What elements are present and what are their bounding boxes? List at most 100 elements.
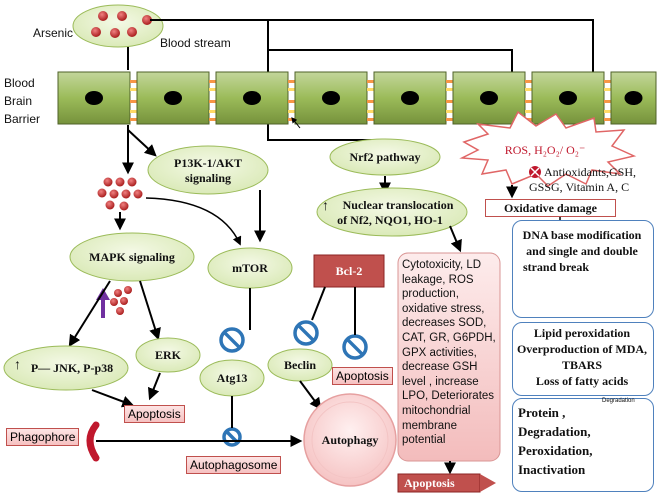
bbb-junction bbox=[446, 80, 453, 83]
atg13-inhibit-icon-bar bbox=[223, 331, 241, 349]
antioxidant-label-1: Antioxidants,GSH, bbox=[544, 165, 637, 179]
arsenic-label: Arsenic bbox=[33, 26, 74, 40]
bbb-junction bbox=[130, 100, 137, 103]
small-arrow-bbb bbox=[291, 117, 301, 129]
bbb-junction bbox=[604, 88, 611, 91]
protein-label-3: Peroxidation, bbox=[518, 443, 593, 458]
bbb-junction bbox=[604, 118, 611, 121]
nuclear-ellipse bbox=[316, 187, 468, 237]
lipid-label-4: Loss of fatty acids bbox=[535, 374, 629, 388]
ros-burst bbox=[459, 110, 637, 187]
beclin-inhibit-icon-bar bbox=[297, 324, 315, 342]
bbb-cell-nucleus bbox=[164, 91, 182, 105]
oxidative-damage-box: Oxidative damage bbox=[485, 199, 616, 217]
arsenic-ellipse bbox=[72, 4, 164, 48]
bbb-junction bbox=[367, 80, 374, 83]
arsenic-dots bbox=[91, 11, 152, 38]
autophagosome-box: Autophagosome bbox=[186, 456, 282, 474]
blood-brain-barrier bbox=[57, 71, 657, 125]
bbb-cell-nucleus bbox=[322, 91, 340, 105]
arrow-nuclear-to-cytotox bbox=[449, 225, 462, 253]
bbb-junction bbox=[288, 100, 295, 103]
dna-label-3: strand break bbox=[522, 260, 590, 274]
arrow-beclin-to-autophagy bbox=[299, 380, 322, 410]
pi3k-ellipse bbox=[147, 145, 269, 195]
arrow-mapk-to-pjnk bbox=[68, 280, 111, 348]
apoptosis-left-box: Apoptosis bbox=[124, 405, 185, 423]
arsenic-line-to-nrf2 bbox=[267, 20, 365, 141]
bcl2-label: Bcl-2 bbox=[335, 264, 363, 278]
nuclear-up-arrow: ↑ bbox=[322, 199, 329, 214]
bbb-junction bbox=[209, 110, 216, 113]
bbb-junction bbox=[367, 110, 374, 113]
bbb-junction bbox=[209, 118, 216, 121]
antioxidant-label-2: GSSG, Vitamin A, C bbox=[529, 180, 630, 194]
apoptosis-inhibit-icon-bar bbox=[346, 338, 364, 356]
bbb-cell-nucleus bbox=[243, 91, 261, 105]
bbb-junction bbox=[446, 100, 453, 103]
bbb-junction bbox=[209, 88, 216, 91]
bbb-junction bbox=[130, 110, 137, 113]
bbb-label-1: Blood bbox=[4, 76, 35, 90]
mapk-label: MAPK signaling bbox=[89, 250, 175, 264]
apoptosis-mid-box: Apoptosis bbox=[332, 367, 393, 385]
arsenic-cluster-small bbox=[110, 286, 132, 315]
bbb-cell-nucleus bbox=[85, 91, 103, 105]
dna-panel bbox=[512, 220, 654, 318]
bbb-cell-nucleus bbox=[624, 91, 643, 105]
protein-label-2: Degradation, bbox=[518, 424, 591, 439]
protein-label-1: Protein , bbox=[518, 405, 566, 420]
bbb-junction bbox=[209, 80, 216, 83]
beclin-label: Beclin bbox=[284, 358, 316, 372]
mapk-ellipse bbox=[69, 232, 195, 282]
apoptosis-bottom-pointer bbox=[480, 474, 496, 492]
bbb-junction bbox=[130, 118, 137, 121]
dna-label-1: DNA base modification bbox=[522, 228, 642, 242]
bbb-junction bbox=[446, 118, 453, 121]
bbb-cell-nucleus bbox=[559, 91, 577, 105]
dna-label-2: and single and double bbox=[526, 244, 638, 258]
pi3k-label-2: signaling bbox=[184, 171, 232, 185]
nrf2-ellipse bbox=[329, 138, 441, 176]
autophagy-circle bbox=[303, 393, 397, 487]
blood-stream-label: Blood stream bbox=[160, 36, 231, 50]
erk-ellipse bbox=[135, 337, 201, 373]
bbb-cell-nucleus bbox=[401, 91, 419, 105]
protein-panel bbox=[512, 398, 654, 492]
bbb-junction bbox=[446, 110, 453, 113]
arrow-cluster-to-mtor bbox=[145, 197, 242, 246]
bcl2-box bbox=[313, 254, 385, 288]
lipid-label-3: TBARS bbox=[561, 358, 603, 372]
bbb-junction bbox=[367, 118, 374, 121]
arrow-to-pi3k bbox=[127, 129, 157, 157]
bbb-junction bbox=[525, 88, 532, 91]
bbb-label-3: Barrier bbox=[4, 112, 41, 126]
atg13-label: Atg13 bbox=[216, 371, 248, 385]
ros-label: ROS, H₂O₂/ O₂⁻ bbox=[504, 143, 586, 157]
bbb-junction bbox=[288, 80, 295, 83]
bbb-junction bbox=[604, 110, 611, 113]
arrow-mapk-to-erk bbox=[139, 280, 161, 341]
pi3k-label-1: P13K-1/AKT bbox=[174, 156, 242, 170]
mtor-label: mTOR bbox=[232, 261, 268, 275]
phagophore-box: Phagophore bbox=[6, 428, 80, 446]
cytotox-text: Cytotoxicity, LD leakage, ROS production… bbox=[402, 259, 496, 447]
degradation-caption: Degradation bbox=[602, 398, 635, 404]
lipid-panel bbox=[512, 322, 654, 396]
nuclear-label-2: of Nf2, NQO1, HO-1 bbox=[337, 213, 443, 227]
arsenic-cluster bbox=[97, 177, 143, 211]
lipid-label-1: Lipid peroxidation bbox=[533, 326, 631, 340]
phagophore-shape bbox=[86, 421, 100, 462]
bbb-junction bbox=[604, 80, 611, 83]
bbb-junction bbox=[130, 80, 137, 83]
bbb-junction bbox=[367, 100, 374, 103]
bbb-junction bbox=[367, 88, 374, 91]
apoptosis-bottom-label: Apoptosis bbox=[404, 476, 455, 490]
nrf2-label: Nrf2 pathway bbox=[349, 150, 421, 164]
bbb-junction bbox=[525, 100, 532, 103]
line-bcl2-to-beclin bbox=[311, 286, 326, 321]
bbb-junction bbox=[446, 88, 453, 91]
bbb-junction bbox=[604, 100, 611, 103]
purple-up-arrow bbox=[96, 288, 110, 318]
